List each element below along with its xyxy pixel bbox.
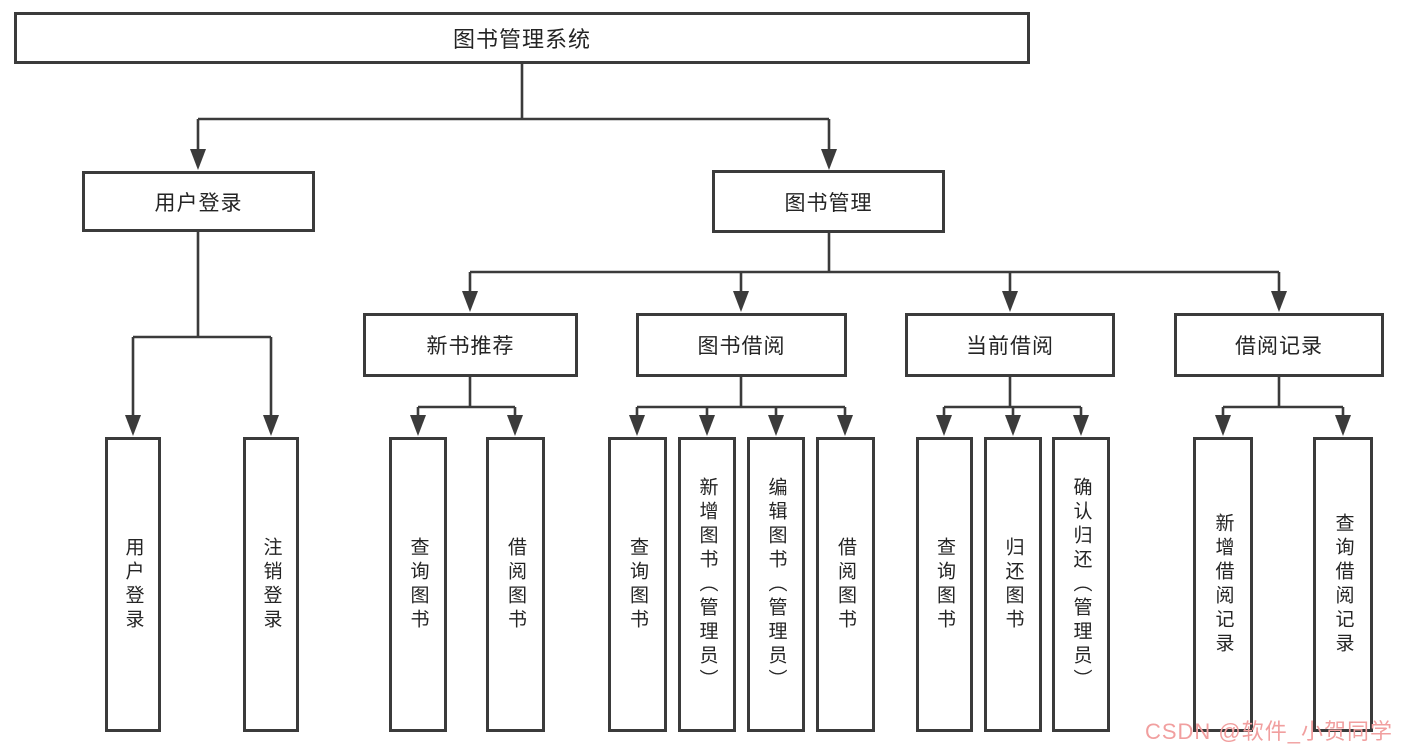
leaf-bookborrow-query-books-label: 查询图书 (627, 536, 648, 633)
node-current-borrow-label: 当前借阅 (966, 335, 1054, 358)
leaf-user-login-label: 用户登录 (122, 536, 144, 633)
csdn-watermark: CSDN @软件_小贺同学 (1144, 719, 1393, 744)
node-book-management-label: 图书管理 (784, 191, 873, 215)
leaf-bookborrow-query-books: 查询图书 (608, 437, 667, 732)
leaf-currentborrow-return-books: 归还图书 (984, 437, 1042, 732)
leaf-user-login: 用户登录 (105, 437, 161, 732)
leaf-bookborrow-edit-books-admin-label: 编辑图书（管理员） (765, 476, 787, 693)
node-root: 图书管理系统 (14, 12, 1030, 64)
node-new-book-recommend: 新书推荐 (363, 313, 578, 377)
node-root-label: 图书管理系统 (452, 27, 591, 52)
leaf-currentborrow-return-books-label: 归还图书 (1002, 536, 1024, 633)
leaf-currentborrow-confirm-return-admin: 确认归还（管理员） (1052, 437, 1110, 732)
node-user-login: 用户登录 (82, 171, 315, 232)
node-current-borrow: 当前借阅 (905, 313, 1115, 377)
node-user-login-label: 用户登录 (154, 191, 243, 215)
arrowheads (125, 149, 1351, 436)
leaf-borrowrecord-query-record-label: 查询借阅记录 (1332, 512, 1354, 657)
leaf-newbookrec-borrow-books: 借阅图书 (486, 437, 545, 732)
leaf-borrowrecord-add-record: 新增借阅记录 (1193, 437, 1253, 732)
node-new-book-recommend-label: 新书推荐 (426, 335, 515, 358)
leaf-bookborrow-add-books-admin: 新增图书（管理员） (678, 437, 736, 732)
leaf-newbookrec-borrow-books-label: 借阅图书 (505, 536, 526, 633)
leaf-currentborrow-confirm-return-admin-label: 确认归还（管理员） (1070, 476, 1092, 693)
node-borrow-record: 借阅记录 (1174, 313, 1384, 377)
leaf-logout-login-label: 注销登录 (260, 536, 282, 633)
leaf-newbookrec-query-books: 查询图书 (389, 437, 447, 732)
leaf-logout-login: 注销登录 (243, 437, 299, 732)
leaf-bookborrow-borrow-books-label: 借阅图书 (835, 536, 856, 633)
leaf-borrowrecord-query-record: 查询借阅记录 (1313, 437, 1373, 732)
leaf-currentborrow-query-books-label: 查询图书 (934, 536, 955, 633)
leaf-newbookrec-query-books-label: 查询图书 (407, 536, 429, 633)
leaf-currentborrow-query-books: 查询图书 (916, 437, 973, 732)
node-book-borrow-label: 图书借阅 (697, 335, 786, 358)
node-borrow-record-label: 借阅记录 (1235, 335, 1323, 358)
leaf-bookborrow-add-books-admin-label: 新增图书（管理员） (696, 476, 718, 693)
leaf-borrowrecord-add-record-label: 新增借阅记录 (1212, 512, 1234, 657)
leaf-bookborrow-edit-books-admin: 编辑图书（管理员） (747, 437, 805, 732)
leaf-bookborrow-borrow-books: 借阅图书 (816, 437, 875, 732)
node-book-borrow: 图书借阅 (636, 313, 847, 377)
node-book-management: 图书管理 (712, 170, 945, 233)
